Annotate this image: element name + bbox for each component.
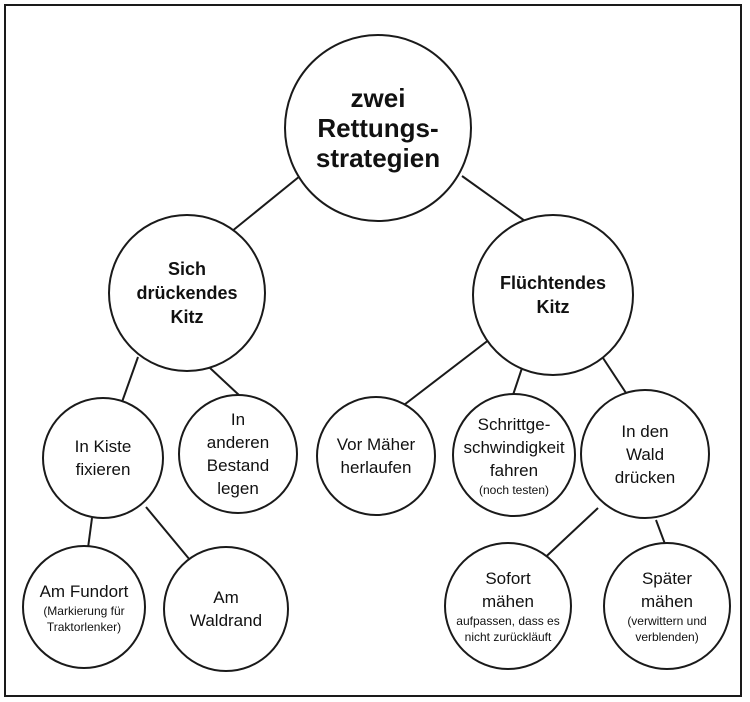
root-label-line-3: strategien [315,143,441,173]
edge-left-bestand [209,367,241,397]
waldrand-line-2: Waldrand [189,611,263,630]
edge-root-left [225,175,301,237]
bestand-line-1: In [230,410,246,429]
fundort-note-1: (Markierung für [43,603,125,618]
fundort-note-2: Traktorlenker) [46,619,122,634]
schritt-node: Schrittge- schwindigkeit fahren (noch te… [452,393,576,517]
sofort-node: Sofort mähen aufpassen, dass es nicht zu… [444,542,572,670]
sofort-note-2: nicht zurückläuft [464,630,552,644]
right-branch-line-2: Kitz [536,297,570,317]
waldrand-node: Am Waldrand [163,546,289,672]
edge-kiste-fundort [87,517,93,549]
wald-line-3: drücken [614,467,676,487]
bestand-line-2: anderen [206,433,270,452]
maeher-line-2: herlaufen [340,458,412,477]
diagram-frame [4,4,742,697]
schritt-line-1: Schrittge- [477,414,551,434]
kiste-line-2: fixieren [75,460,131,479]
root-label-line-2: Rettungs- [317,113,439,143]
left-branch-line-1: Sich [167,259,206,279]
root-label-line-1: zwei [350,83,406,113]
wald-node: In den Wald drücken [580,389,710,519]
spaeter-line-2: mähen [641,592,693,611]
edge-left-kiste [121,356,139,403]
schritt-line-2: schwindigkeit [463,437,565,457]
maeher-line-1: Vor Mäher [336,435,416,454]
spaeter-note-2: verblenden) [635,630,699,644]
sofort-line-2: mähen [482,592,534,611]
edge-root-right [461,175,533,227]
kiste-node: In Kiste fixieren [42,397,164,519]
sofort-line-1: Sofort [485,569,531,588]
edge-kiste-waldrand [145,506,191,561]
wald-line-1: In den [621,421,669,441]
maeher-node: Vor Mäher herlaufen [316,396,436,516]
bestand-line-4: legen [217,479,259,498]
kiste-line-1: In Kiste [74,437,132,456]
bestand-node: In anderen Bestand legen [178,394,298,514]
fundort-line-1: Am Fundort [39,581,129,601]
schritt-line-3: fahren [489,460,539,480]
sofort-note-1: aufpassen, dass es [456,614,560,628]
schritt-note-1: (noch testen) [478,482,550,497]
left-branch-line-2: drückendes [136,283,238,303]
root-node: zwei Rettungs- strategien [284,34,472,222]
fundort-node: Am Fundort (Markierung für Traktorlenker… [22,545,146,669]
spaeter-node: Später mähen (verwittern und verblenden) [603,542,731,670]
left-branch-node: Sich drückendes Kitz [108,214,266,372]
bestand-line-3: Bestand [206,456,270,475]
edge-right-maeher [399,338,491,409]
right-branch-line-1: Flüchtendes [499,273,606,293]
left-branch-line-3: Kitz [170,307,204,327]
edge-right-wald [602,357,629,397]
spaeter-line-1: Später [641,569,693,588]
right-branch-node: Flüchtendes Kitz [472,214,634,376]
wald-line-2: Wald [625,444,665,464]
spaeter-note-1: (verwittern und [627,614,707,628]
waldrand-line-1: Am [213,588,239,607]
